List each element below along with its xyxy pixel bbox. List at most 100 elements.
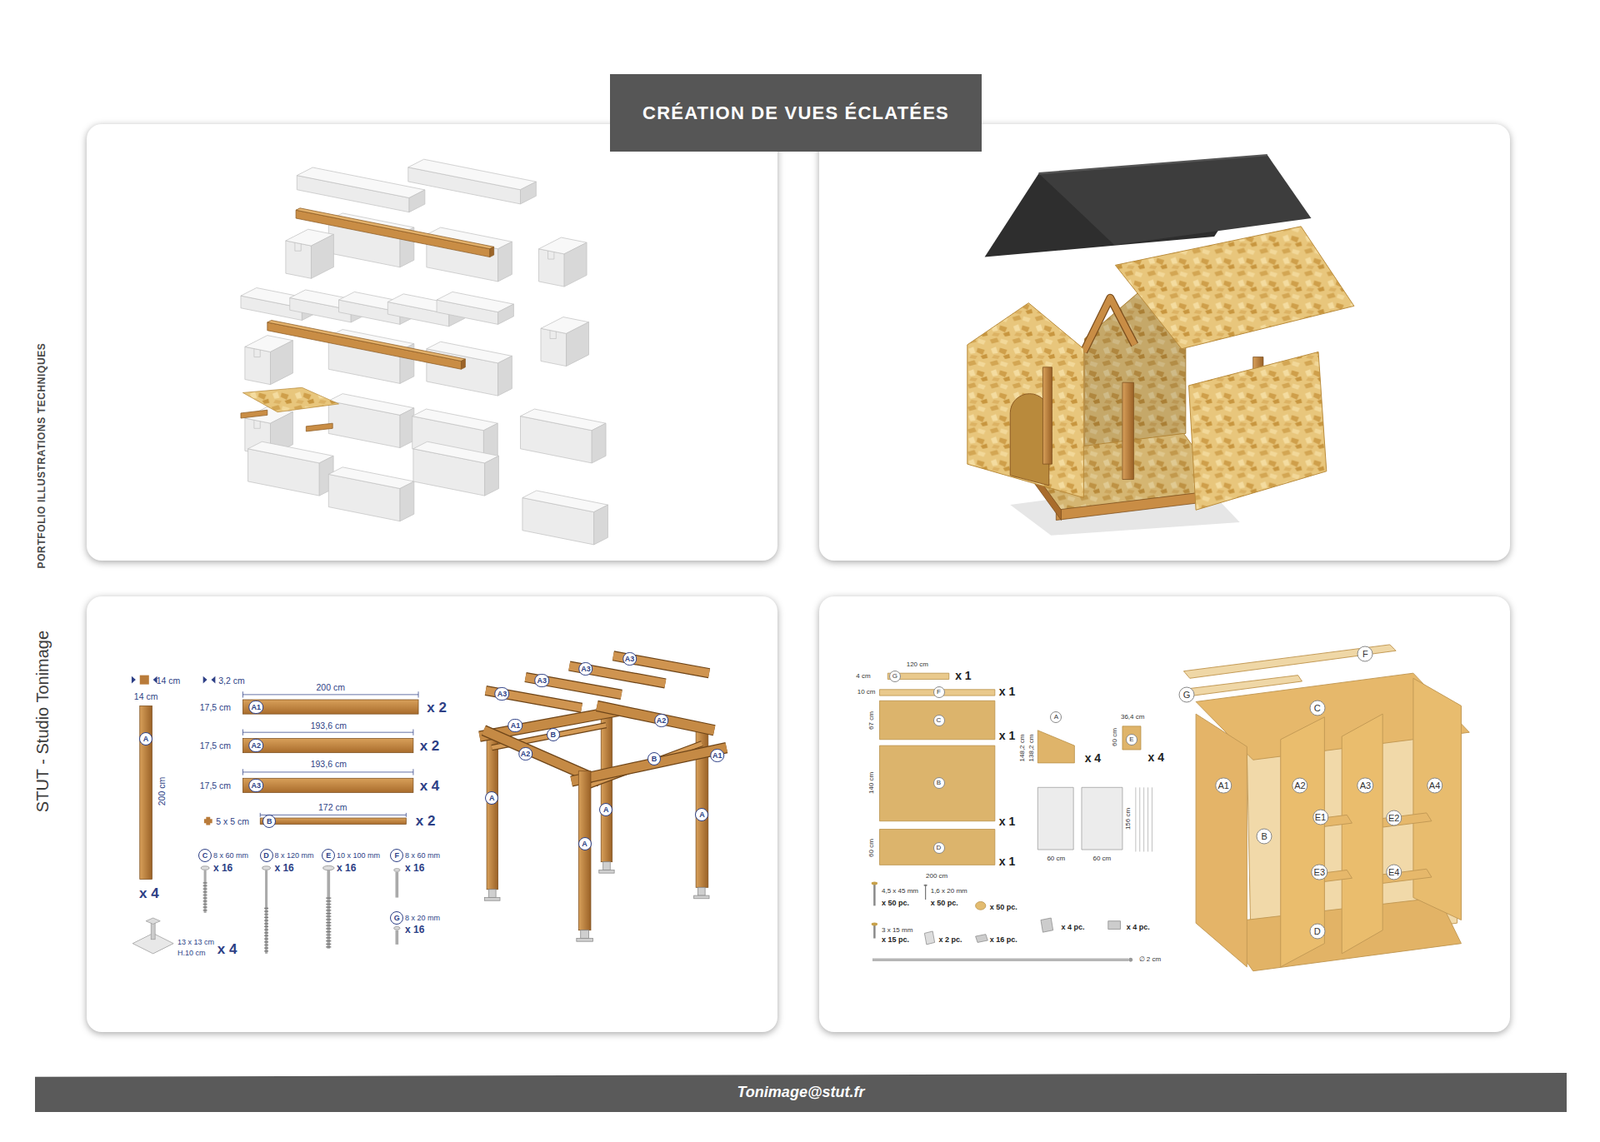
quantity-label: x 16 [405, 925, 425, 937]
pergola-assembly-part-part [596, 705, 715, 730]
pergola-parts-list-part [242, 700, 419, 825]
callout-letter: E [1125, 734, 1138, 746]
cabinet-assembly-part [1219, 898, 1461, 972]
dimension-label: 8 x 120 mm [274, 851, 314, 860]
quantity-label: x 4 [217, 941, 238, 959]
pergola-assembly-part-part [603, 862, 611, 871]
dimension-label: 200 cm [155, 777, 166, 806]
callout-letter: C [1309, 700, 1325, 716]
dimension-label: 193,6 cm [310, 759, 347, 770]
callout-letter: A3 [249, 779, 265, 793]
dimension-label: 8 x 60 mm [213, 851, 249, 860]
dimension-label: 148,2 cm [1018, 734, 1026, 762]
quantity-label: x 1 [999, 685, 1015, 699]
cabinet-parts-list-part [923, 885, 927, 887]
pergola-assembly-part-part [576, 939, 594, 943]
pergola-assembly-part [486, 708, 709, 890]
callout-letter: F [390, 849, 404, 863]
pergola-parts-list-part-part [412, 730, 414, 736]
cabinet-parts-list-part [925, 885, 926, 900]
dimension-label: 36,4 cm [1120, 713, 1145, 721]
doghouse-exploded-view-part [1039, 155, 1312, 245]
callout-letter: B [262, 815, 276, 829]
pergola-parts-list-part [204, 817, 213, 826]
pergola-assembly-part-part [571, 748, 727, 782]
pergola-assembly-part-part [599, 870, 615, 874]
quantity-label: x 4 pc. [1061, 923, 1085, 932]
dimension-label: 60 cm [867, 839, 875, 858]
callout-letter: E [321, 849, 335, 863]
cabinet-parts-list-part [880, 700, 995, 740]
pergola-parts-list-part-part [394, 869, 400, 873]
wall-exploded-view-part [242, 387, 339, 412]
pergola-parts-list-part-part [405, 813, 407, 818]
dimension-label: 3,2 cm [218, 675, 245, 686]
dimension-label: 1,6 x 20 mm [930, 888, 968, 896]
dimension-label: 8 x 20 mm [405, 914, 440, 923]
dimension-label: 172 cm [318, 802, 347, 813]
callout-letter: A4 [1426, 777, 1443, 794]
pergola-parts-list-part [140, 705, 153, 880]
pergola-assembly [480, 655, 727, 942]
doghouse-exploded-view-part [1122, 382, 1134, 480]
callout-letter: A [1050, 711, 1062, 724]
dimension-label: 193,6 cm [310, 720, 347, 731]
callout-letter: A1 [1215, 777, 1231, 794]
pergola-assembly-part-part [694, 895, 710, 900]
wall-exploded-view-part [539, 237, 588, 287]
quantity-label: x 50 pc. [990, 902, 1018, 911]
doghouse-exploded-view-part [1083, 298, 1135, 353]
cabinet-parts-list-part-part [1151, 787, 1153, 852]
pergola-parts-list-part-part [203, 882, 208, 914]
cabinet-parts-list [871, 673, 1153, 963]
pergola-parts-list-part-part [395, 930, 399, 945]
footer-band: Tonimage@stut.fr [35, 1073, 1567, 1113]
quantity-label: x 1 [999, 815, 1015, 829]
pergola-parts-list-part-part [242, 730, 244, 736]
pergola-parts-list-part-part [265, 870, 268, 954]
pergola-parts-list-part [140, 675, 150, 685]
pergola-parts-list-part-part [323, 865, 335, 870]
quantity-label: x 4 [1148, 750, 1165, 765]
wall-exploded-view-part [436, 291, 514, 325]
callout-letter: A3 [622, 652, 638, 666]
pergola-parts-list-part-part [200, 866, 210, 870]
dimension-label: 4,5 x 45 mm [881, 888, 919, 896]
pergola-assembly-part [480, 705, 727, 788]
dimension-label: 10 x 100 mm [336, 851, 380, 860]
wall-exploded-view-part [328, 394, 415, 449]
wall-exploded-view-part [240, 410, 268, 419]
callout-letter: D [1309, 924, 1325, 940]
quantity-label: x 15 pc. [881, 935, 910, 945]
doghouse-exploded-view-part [1189, 351, 1327, 510]
dimension-label: 5 x 5 cm [215, 816, 250, 827]
callout-letter: A [599, 803, 613, 817]
quantity-label: x 2 [415, 813, 436, 830]
pergola-parts-list-part [200, 865, 400, 930]
side-caption: PORTFOLIO ILLUSTRATIONS TECHNIQUES [36, 343, 49, 570]
wall-exploded-view-part [295, 208, 495, 258]
pergola-assembly-part-part [580, 930, 590, 940]
cabinet-parts-list-part-part [1135, 787, 1136, 852]
dimension-label: 13 x 13 cm [177, 938, 215, 947]
pergola-parts-list-part-part [204, 870, 207, 913]
pergola-parts-list-part-part [412, 769, 414, 775]
title-box: CRÉATION DE VUES ÉCLATÉES [610, 74, 982, 152]
wall-exploded-view-part [522, 490, 609, 545]
dimension-label: 17,5 cm [200, 740, 231, 751]
cabinet-parts-list-part [880, 830, 995, 866]
cabinet-parts-list-part-part [1147, 787, 1149, 852]
pergola-parts-list [131, 675, 419, 955]
quantity-label: x 2 pc. [939, 935, 963, 945]
quantity-label: x 1 [955, 669, 971, 683]
pergola-assembly-part-part [600, 708, 612, 863]
dimension-label: 140 cm [867, 772, 875, 795]
pergola-parts-list-part [145, 918, 160, 925]
dimension-label: 200 cm [315, 682, 345, 693]
illustration-shape [131, 155, 1470, 972]
pergola-assembly-part [485, 862, 710, 902]
cabinet-parts-list-part [872, 958, 1129, 962]
callout-letter: D [260, 849, 274, 863]
